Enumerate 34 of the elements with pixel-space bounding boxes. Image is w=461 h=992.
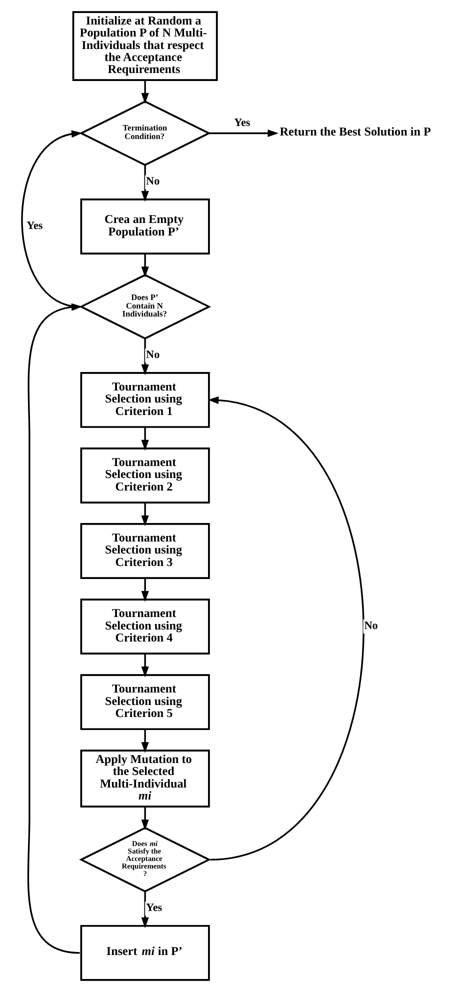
arrow — [141, 806, 149, 830]
node-box: Apply Mutation to the Selected Multi-Individual mi — [80, 750, 210, 808]
node-box: Tournament Selection using Criterion 2 — [80, 448, 210, 504]
edge-label: No — [364, 620, 378, 632]
arrow — [141, 80, 149, 104]
edge-label: Yes — [26, 220, 43, 232]
node-box: Tournament Selection using Criterion 3 — [80, 523, 210, 579]
node-box: Insert mi in P’ — [80, 924, 210, 981]
arrow — [141, 165, 149, 202]
node-text: Return the Best Solution in P — [280, 124, 431, 138]
arrow — [141, 578, 149, 602]
arrow — [209, 129, 279, 138]
arrow — [141, 730, 149, 753]
node-box: Initialize at Random a Population P of N Multi-Individuals that respect the Acceptance Requirements — [72, 11, 218, 82]
edge-label: Yes — [234, 116, 250, 129]
arrow — [141, 254, 149, 278]
edge-label: No — [146, 349, 160, 362]
arrow — [141, 427, 149, 451]
arrow — [141, 892, 149, 928]
arrow — [141, 654, 149, 678]
node-box: Tournament Selection using Criterion 1 — [80, 372, 210, 428]
arrow — [21, 130, 82, 308]
arrow — [141, 338, 149, 376]
arrow — [27, 303, 82, 954]
arrow — [141, 502, 149, 526]
node-box: Crea an Empty Population P’ — [80, 198, 210, 254]
arrow — [208, 396, 364, 860]
edge-label: No — [146, 176, 160, 188]
edge-label: Yes — [146, 902, 162, 914]
node-diamond: Does P’ Contain N Individuals? — [79, 274, 212, 340]
node-diamond: Termination Condition? — [79, 100, 212, 166]
node-box: Tournament Selection using Criterion 5 — [80, 674, 210, 730]
node-diamond: Does mi Satisfy the Acceptance Requirements ? — [79, 826, 212, 892]
node-box: Tournament Selection using Criterion 4 — [80, 598, 210, 655]
